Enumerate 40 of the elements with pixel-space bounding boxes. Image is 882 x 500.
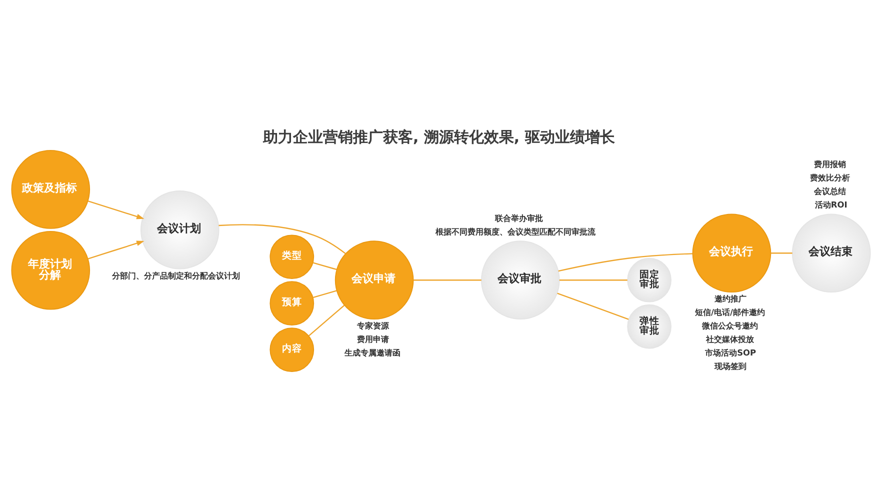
node-label: 邀约推广 <box>714 293 746 304</box>
node-circle: 会议申请 <box>334 240 414 319</box>
node-circle: 会议结束 <box>792 213 871 292</box>
node-circle: 固定审批 <box>627 257 672 302</box>
node-label: 费用申请 <box>357 334 390 344</box>
connector <box>308 304 345 336</box>
connector <box>770 252 792 254</box>
connector <box>413 279 482 280</box>
node-circle: 弹性审批 <box>627 304 672 348</box>
connector <box>558 252 693 272</box>
connector <box>312 262 337 270</box>
node-label: 专家资源 <box>357 320 390 330</box>
node-circle: 类型 <box>270 234 314 279</box>
node-label: 现场签到 <box>714 360 746 371</box>
node-circle: 年度计划分解 <box>11 230 90 310</box>
node-circle: 会议执行 <box>692 213 772 292</box>
node-circle: 会议审批 <box>481 240 560 319</box>
node-label: 联合举办审批 <box>494 212 543 222</box>
diagram-title: 助力企业营销推广获客, 溯源转化效果, 驱动业绩增长 <box>263 128 615 146</box>
node-label: 费效比分析 <box>810 172 850 182</box>
node-circle: 政策及指标 <box>11 150 90 228</box>
node-label: 会议总结 <box>814 185 846 196</box>
node-label: 根据不同费用额度、会议类型匹配不同审批流 <box>436 226 596 236</box>
arrow <box>88 200 144 219</box>
node-circle: 内容 <box>270 327 314 372</box>
node-label: 市场活动SOP <box>705 347 756 358</box>
node-label: 分部门、分产品制定和分配会议计划 <box>112 270 240 280</box>
node-label: 社交媒体投放 <box>706 334 754 344</box>
node-circle: 会议计划 <box>140 190 220 269</box>
node-circle: 预算 <box>270 280 314 325</box>
node-label: 活动ROI <box>814 198 848 209</box>
connector <box>312 290 337 298</box>
connector <box>557 292 629 320</box>
connector <box>559 279 628 280</box>
node-label: 生成专属邀请函 <box>344 347 401 358</box>
connector <box>218 224 346 254</box>
node-label: 短信/电话/邮件邀约 <box>694 306 766 317</box>
node-label: 微信公众号邀约 <box>702 320 758 330</box>
arrow <box>88 240 144 259</box>
node-label: 费用报销 <box>814 158 846 168</box>
